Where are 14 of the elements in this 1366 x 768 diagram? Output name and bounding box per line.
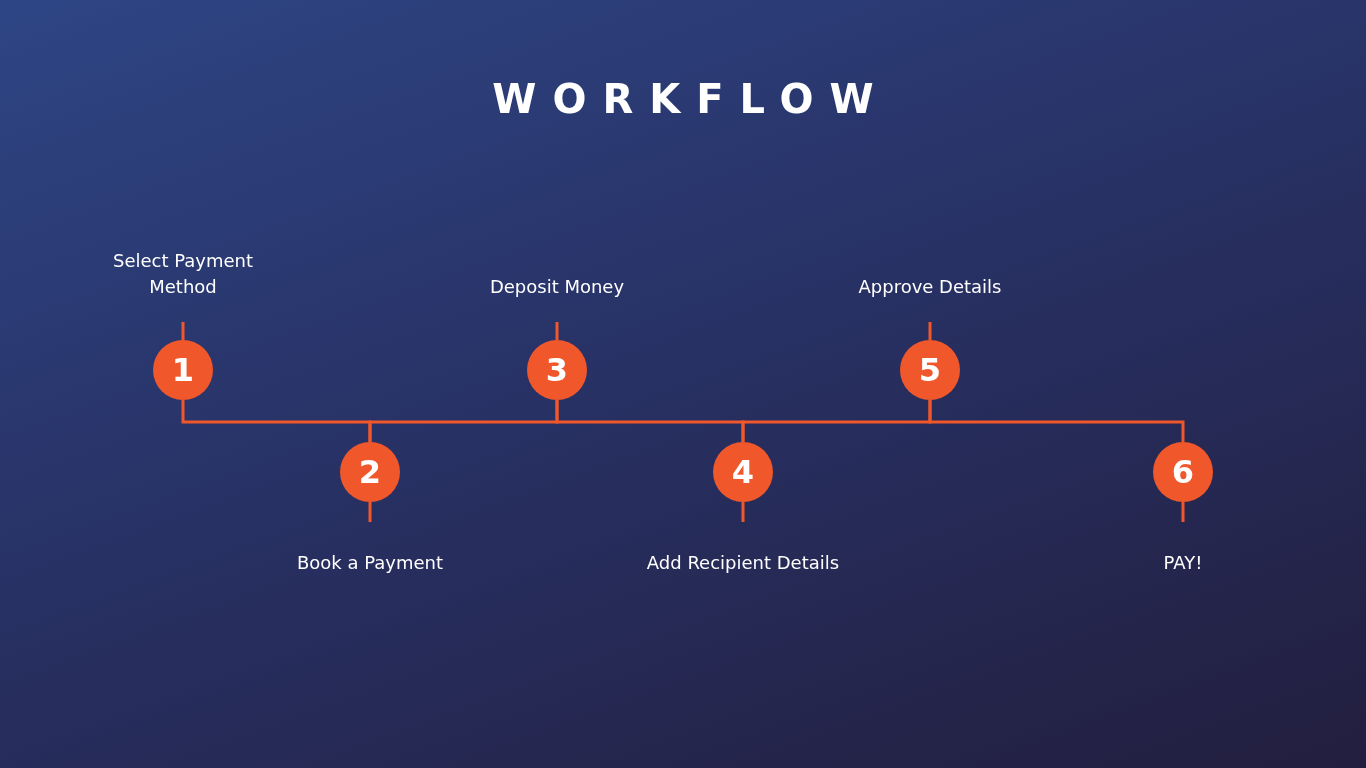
step-label: Book a Payment — [295, 551, 445, 575]
step-label: Add Recipient Details — [645, 551, 841, 575]
title: WORKFLOW — [491, 76, 890, 122]
step-number-circle: 2 — [340, 442, 400, 502]
step-label: Select Payment Method — [111, 249, 255, 299]
step-number-circle: 6 — [1153, 442, 1213, 502]
step-number-circle: 5 — [900, 340, 960, 400]
timeline-connector — [928, 400, 1185, 442]
step-number-circle: 4 — [713, 442, 773, 502]
step-number-circle: 3 — [527, 340, 587, 400]
step-label: Approve Details — [857, 275, 1003, 299]
step-label: Deposit Money — [488, 275, 626, 299]
step-label: PAY! — [1162, 551, 1204, 575]
step-number-circle: 1 — [153, 340, 213, 400]
